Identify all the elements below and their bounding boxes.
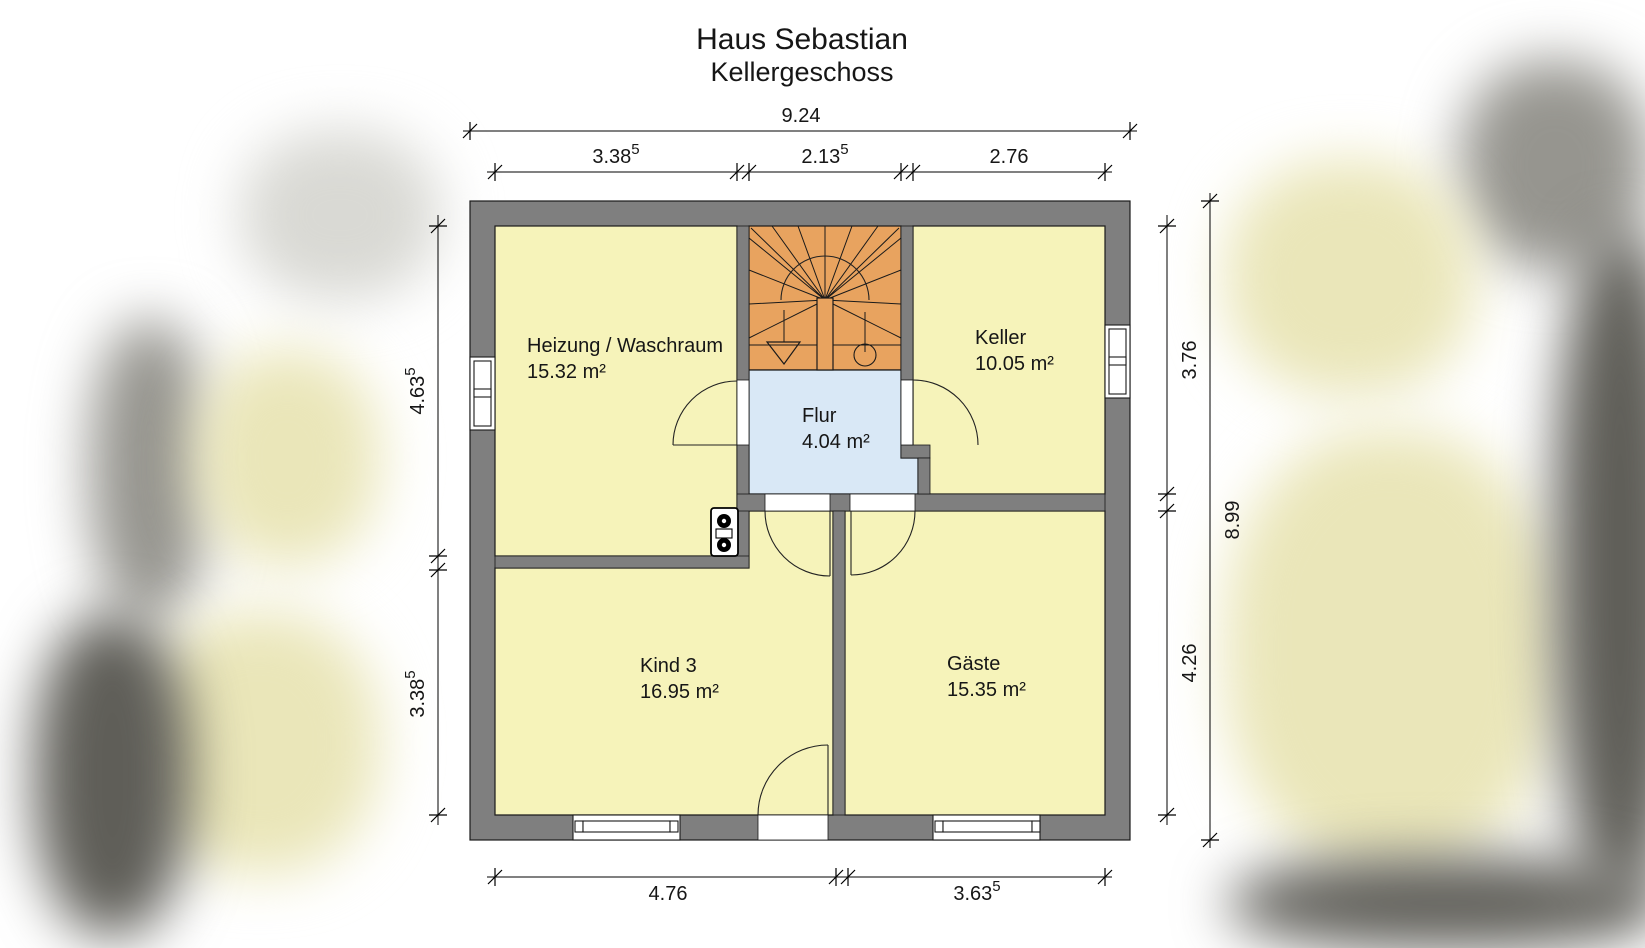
dim-label-4-76: 4.76 <box>649 883 688 905</box>
room-label-keller: Keller 10.05 m² <box>975 327 1054 375</box>
room-label-heizung: Heizung / Waschraum 15.32 m² <box>527 335 723 383</box>
stair-treads <box>748 225 902 371</box>
dimension-right-total: 8.99 <box>1200 193 1244 848</box>
dimension-left-segments: 4.635 3.385 <box>402 215 448 825</box>
interior-wall-kind3-gaeste <box>832 510 846 816</box>
interior-wall-step-v <box>917 457 931 495</box>
door-gaeste <box>850 510 916 576</box>
dim-label-4-635: 4.635 <box>402 367 429 414</box>
dim-label-2-135: 2.135 <box>801 141 848 168</box>
floor-plan <box>469 200 1131 841</box>
door-opening-gaeste <box>849 493 916 512</box>
floor-plan-canvas: Haus Sebastian Kellergeschoss <box>402 23 1244 905</box>
window-heizung-left <box>469 356 496 431</box>
drawing-title: Haus Sebastian Kellergeschoss <box>696 23 908 87</box>
room-name: Heizung / Waschraum <box>527 335 723 357</box>
dimension-bottom-segments: 4.76 3.635 <box>487 867 1113 905</box>
room-name: Keller <box>975 327 1026 349</box>
room-area: 4.04 m² <box>802 431 870 453</box>
interior-wall-heizung-kind3 <box>494 555 750 569</box>
room-name: Gäste <box>947 653 1000 675</box>
dim-label-2-76: 2.76 <box>990 146 1029 168</box>
room-heizung-waschraum <box>494 225 738 557</box>
dim-label-9-24: 9.24 <box>782 105 821 127</box>
blur-blob <box>240 130 440 300</box>
background-blur <box>35 60 1645 948</box>
room-area: 16.95 m² <box>640 681 719 703</box>
dim-label-3-76: 3.76 <box>1179 341 1201 380</box>
door-heizung <box>672 380 738 446</box>
title-line1: Haus Sebastian <box>696 23 908 56</box>
room-area: 15.35 m² <box>947 679 1026 701</box>
door-exterior-kind3 <box>757 744 829 816</box>
window-kind3-bottom <box>572 814 681 841</box>
title-line2: Kellergeschoss <box>710 57 893 87</box>
blur-blob <box>35 615 190 935</box>
stair-newel <box>816 297 834 371</box>
room-name: Flur <box>802 405 837 427</box>
room-name: Kind 3 <box>640 655 697 677</box>
interior-wall-step-h <box>900 444 931 459</box>
dim-label-3-635: 3.635 <box>953 878 1000 905</box>
stair-down-arrow-icon <box>765 341 802 366</box>
blur-blob <box>1225 430 1555 870</box>
blur-blob <box>1225 160 1475 395</box>
door-opening-keller <box>900 379 914 446</box>
boiler-icon <box>710 507 739 557</box>
door-kind3 <box>764 510 831 577</box>
dim-label-8-99: 8.99 <box>1222 501 1244 540</box>
room-area: 10.05 m² <box>975 353 1054 375</box>
stair-walk-arc <box>780 255 870 301</box>
interior-wall-stair-right <box>900 225 914 381</box>
room-label-gaeste: Gäste 15.35 m² <box>947 653 1026 701</box>
dim-label-4-26: 4.26 <box>1179 644 1201 683</box>
dimension-top-total: 9.24 <box>462 105 1138 141</box>
window-keller-right <box>1104 324 1131 399</box>
door-opening-heizung <box>736 379 750 446</box>
walk-line-start-circle-icon <box>853 343 877 367</box>
room-area: 15.32 m² <box>527 361 606 383</box>
window-gaeste-bottom <box>932 814 1041 841</box>
door-keller <box>912 379 979 446</box>
room-gaeste <box>844 510 1106 816</box>
blur-blob <box>1555 230 1645 900</box>
dimension-right-segments: 3.76 4.26 <box>1157 215 1201 825</box>
room-label-kind3: Kind 3 16.95 m² <box>640 655 719 703</box>
dimension-top-segments: 3.385 2.135 2.76 <box>487 141 1113 182</box>
dim-label-3-385-top: 3.385 <box>592 141 639 168</box>
door-opening-exterior <box>757 814 829 841</box>
room-labels: Heizung / Waschraum 15.32 m² Keller 10.0… <box>527 327 1054 703</box>
dim-label-3-385-left: 3.385 <box>402 670 429 717</box>
blur-blob <box>90 320 210 620</box>
door-opening-kind3 <box>764 493 831 512</box>
blur-blob <box>195 350 380 565</box>
room-label-flur: Flur 4.04 m² <box>802 405 870 453</box>
